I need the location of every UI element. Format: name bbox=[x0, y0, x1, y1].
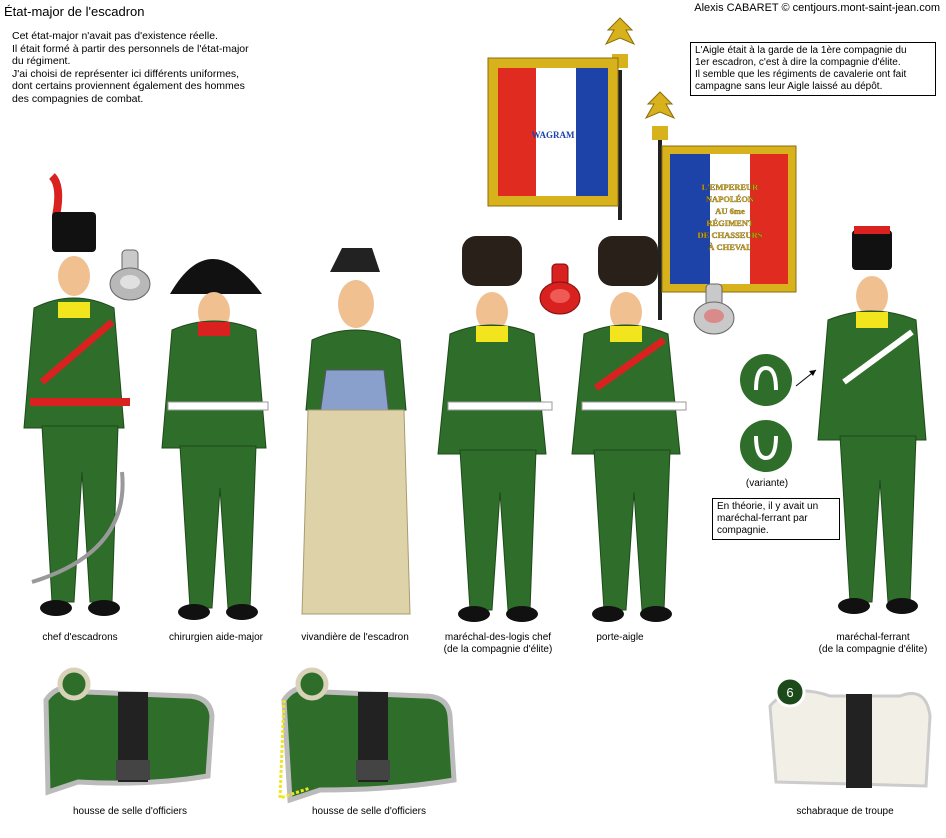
figure-chef-escadrons bbox=[23, 173, 130, 616]
variant-label: (variante) bbox=[745, 478, 789, 489]
figure-caption: chef d'escadrons bbox=[10, 632, 150, 644]
flag-back-text: DE CHASSEURS bbox=[698, 230, 763, 240]
figure-porte-aigle bbox=[571, 236, 687, 622]
intro-line: des compagnies de combat. bbox=[12, 92, 144, 105]
caption-line: vivandière de l'escadron bbox=[301, 632, 409, 643]
intro-text: Cet état-major n'avait pas d'existence r… bbox=[12, 30, 272, 105]
flag-pole bbox=[658, 140, 662, 320]
intro-line: J'ai choisi de représenter ici différent… bbox=[12, 67, 240, 80]
eagle-note: L'Aigle était à la garde de la 1ère comp… bbox=[690, 42, 936, 96]
saddle-cloth-officer bbox=[278, 667, 457, 804]
farrier-badges bbox=[740, 354, 817, 472]
flag-back-text: L'EMPEREUR bbox=[702, 182, 760, 192]
figure-caption: chirurgien aide-major bbox=[146, 632, 286, 644]
figure-caption: vivandière de l'escadron bbox=[284, 632, 426, 644]
intro-line: du régiment. bbox=[12, 55, 71, 67]
epaulette-icon bbox=[109, 249, 151, 301]
flag-back-text: RÉGIMENT bbox=[706, 218, 754, 228]
caption-line: porte-aigle bbox=[596, 632, 644, 643]
note-line: L'Aigle était à la garde de la 1ère comp… bbox=[695, 45, 907, 56]
figure-marechal-ferrant bbox=[817, 226, 927, 614]
eagle-icon bbox=[644, 91, 676, 140]
flag-back-text: NAPOLÉON bbox=[706, 194, 755, 204]
saddle-cloth-officer bbox=[43, 667, 215, 796]
epaulette-icon bbox=[539, 263, 581, 315]
flag-pole bbox=[618, 70, 622, 220]
caption-line: (de la compagnie d'élite) bbox=[443, 644, 553, 655]
caption-line: maréchal-des-logis chef bbox=[444, 632, 552, 643]
saddle-caption: schabraque de troupe bbox=[796, 806, 894, 817]
regiment-badge bbox=[774, 676, 806, 708]
figure-marechal-des-logis-chef bbox=[437, 236, 553, 622]
flags-illustration: WAGRAM L'EMPEREUR NAPOLÉON AU 6me RÉGIME… bbox=[487, 17, 797, 320]
intro-line: Il était formé à partir des personnels d… bbox=[12, 42, 249, 55]
farrier-note: En théorie, il y avait un maréchal-ferra… bbox=[712, 498, 840, 540]
saddle-caption: housse de selle d'officiers bbox=[72, 806, 187, 817]
flag-front-text: WAGRAM bbox=[532, 130, 576, 140]
figure-caption: maréchal-ferrant (de la compagnie d'élit… bbox=[802, 632, 944, 656]
caption-line: (de la compagnie d'élite) bbox=[818, 644, 928, 655]
epaulette-icon bbox=[693, 283, 735, 335]
note-line: campagne sans leur Aigle laissé au dépôt… bbox=[695, 81, 883, 92]
note-line: En théorie, il y avait un bbox=[717, 501, 819, 512]
note-line: maréchal-ferrant par bbox=[717, 513, 808, 524]
figure-caption: porte-aigle bbox=[570, 632, 670, 644]
saddle-caption: housse de selle d'officiers bbox=[311, 806, 426, 817]
note-line: 1er escadron, c'est à dire la compagnie … bbox=[695, 57, 901, 68]
credit-text: Alexis CABARET © centjours.mont-saint-je… bbox=[694, 2, 940, 14]
intro-line: Cet état-major n'avait pas d'existence r… bbox=[12, 30, 218, 42]
flag-front: WAGRAM bbox=[487, 57, 619, 207]
caption-line: chirurgien aide-major bbox=[169, 632, 263, 643]
page-title: État-major de l'escadron bbox=[4, 4, 145, 19]
saddle-schabraque: 6 bbox=[768, 676, 932, 788]
caption-line: chef d'escadrons bbox=[42, 632, 118, 643]
regiment-number: 6 bbox=[786, 685, 793, 700]
flag-back-text: AU 6me bbox=[715, 206, 745, 216]
figure-vivandiere bbox=[301, 248, 411, 615]
intro-line: dont certains proviennent également des … bbox=[12, 80, 245, 92]
note-line: Il semble que les régiments de cavalerie… bbox=[695, 69, 907, 80]
note-line: compagnie. bbox=[717, 525, 769, 536]
flag-back-text: À CHEVAL bbox=[708, 242, 752, 252]
horseshoe-icon bbox=[740, 420, 792, 472]
caption-line: maréchal-ferrant bbox=[836, 632, 910, 643]
figure-caption: maréchal-des-logis chef (de la compagnie… bbox=[426, 632, 570, 656]
figure-chirurgien bbox=[161, 259, 269, 620]
horseshoe-icon bbox=[740, 354, 792, 406]
flag-back: L'EMPEREUR NAPOLÉON AU 6me RÉGIMENT DE C… bbox=[661, 145, 797, 293]
